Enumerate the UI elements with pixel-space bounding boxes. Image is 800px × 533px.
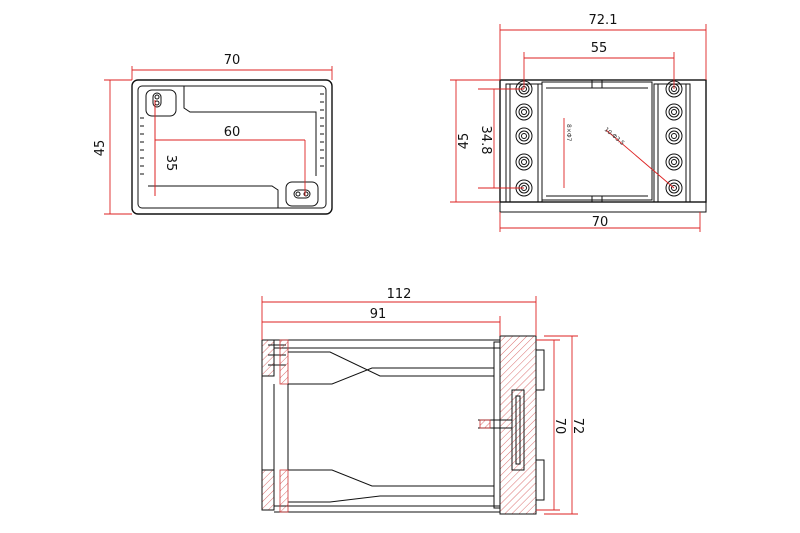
dimension-hole-offset-35: 35	[154, 100, 178, 196]
dim-label-70-base: 70	[592, 215, 609, 230]
note-screw-callout: 8×Φ7	[563, 118, 572, 188]
dim-label-72-1: 72.1	[589, 13, 618, 28]
dim-label-45-right: 45	[457, 133, 472, 150]
note-8x-phi7: 8×Φ7	[565, 124, 572, 142]
screw-terminal	[515, 153, 533, 171]
dimension-hole-spacing-60: 60	[154, 100, 306, 196]
top-right-view: 72.1 55 45 34.8 70 8×Φ7	[450, 13, 707, 232]
dimension-span-55: 55	[523, 41, 675, 89]
screw-terminal	[665, 179, 683, 197]
dim-label-112: 112	[387, 287, 412, 302]
screw-terminal	[665, 153, 683, 171]
dim-label-60: 60	[224, 125, 241, 140]
body-outline	[261, 335, 545, 515]
dimension-base-70: 70	[499, 212, 701, 232]
dim-label-34-8: 34.8	[478, 126, 493, 155]
dim-label-91: 91	[370, 307, 387, 322]
dimension-height-72: 72	[544, 335, 585, 515]
right-terminal-column	[653, 80, 691, 203]
left-vent-ticks	[140, 117, 144, 175]
dimension-height-45-right: 45	[450, 79, 500, 203]
screw-terminal	[665, 127, 683, 145]
dim-label-70: 70	[224, 53, 241, 68]
housing-outline	[131, 79, 333, 215]
dim-label-35: 35	[163, 155, 178, 172]
dim-label-70-bottom: 70	[552, 418, 567, 435]
dimension-height-70-bottom: 70	[536, 339, 567, 511]
dimension-width-72-1: 72.1	[499, 13, 707, 80]
left-terminal-column	[505, 80, 543, 203]
dimension-height-45: 45	[93, 79, 132, 215]
mounting-slot-bottom	[285, 181, 319, 207]
dim-label-55: 55	[591, 41, 608, 56]
screw-terminal	[515, 127, 533, 145]
top-left-view: 70 45 60 35	[93, 53, 333, 215]
dim-label-72: 72	[570, 418, 585, 435]
note-10-phi3-5: 10-Φ3.5	[603, 126, 626, 147]
dimension-length-112: 112	[261, 287, 537, 340]
dim-label-45-left: 45	[93, 140, 108, 157]
mounting-slot-top	[145, 89, 177, 117]
dimension-pitch-34-8: 34.8	[478, 88, 524, 189]
screw-terminal	[515, 103, 533, 121]
screw-terminal	[665, 103, 683, 121]
bottom-section-view: 112 91 70 72	[261, 287, 585, 515]
right-vent-ticks	[320, 93, 324, 167]
dimension-length-91: 91	[262, 307, 501, 336]
dimension-width-70: 70	[131, 53, 333, 80]
note-hole-callout: 10-Φ3.5	[603, 126, 675, 189]
